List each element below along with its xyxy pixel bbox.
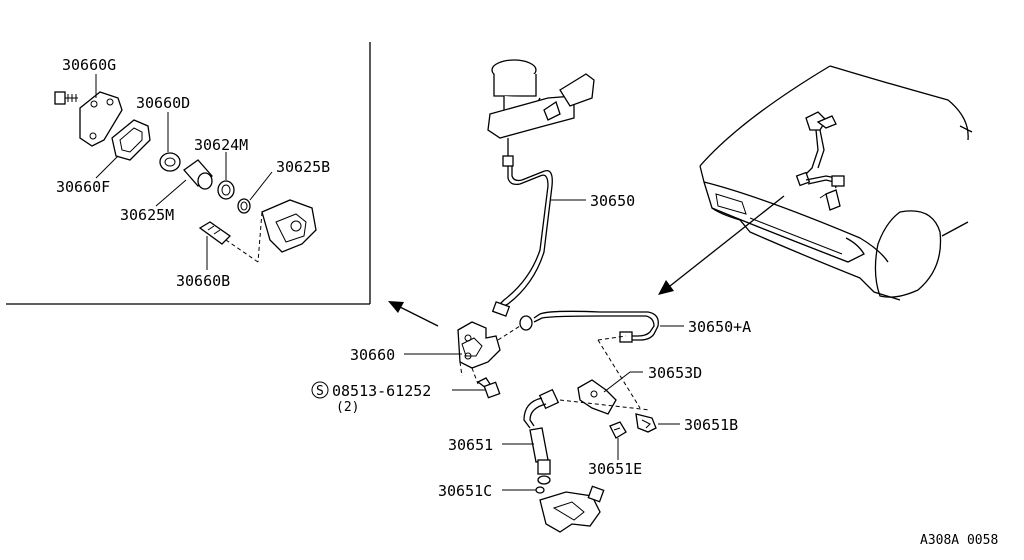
- label-30650: 30650: [590, 192, 635, 210]
- clip-30651C-part: [535, 486, 545, 494]
- standard-part-symbol: [311, 381, 329, 399]
- arrow-to-inset: [388, 301, 439, 327]
- part-labels: 30660G 30660D 30624M 30625B 30660F 30625…: [56, 56, 998, 548]
- inset-seal-part: [159, 152, 181, 172]
- label-30651E: 30651E: [588, 460, 642, 478]
- pipe-30650A-part: [497, 310, 659, 343]
- lower-cylinder-part: [539, 485, 605, 533]
- label-30660G: 30660G: [62, 56, 116, 74]
- label-30651C: 30651C: [438, 482, 492, 500]
- hose-30651-part: [523, 388, 560, 485]
- main-leaders: [404, 199, 684, 491]
- label-30625B: 30625B: [276, 158, 330, 176]
- inset-bleeder-part: [198, 221, 232, 245]
- label-30653D: 30653D: [648, 364, 702, 382]
- operating-cylinder-30660-part: [457, 321, 501, 385]
- inset-housing-part: [225, 199, 317, 263]
- label-30625M: 30625M: [120, 206, 174, 224]
- figure-code: A308A 0058: [920, 533, 998, 548]
- bracket-30653D-part: [559, 335, 651, 415]
- label-08513-61252: 08513-61252: [332, 382, 431, 400]
- label-30624M: 30624M: [194, 136, 248, 154]
- vehicle-front-view: [699, 65, 973, 301]
- inset-ring-part: [217, 180, 235, 200]
- label-30650A: 30650+A: [688, 318, 751, 336]
- label-30660B: 30660B: [176, 272, 230, 290]
- clip-30651B-part: [635, 413, 657, 433]
- label-30660D: 30660D: [136, 94, 190, 112]
- label-30651B: 30651B: [684, 416, 738, 434]
- arrow-from-vehicle: [658, 195, 785, 295]
- inset-frame: [6, 42, 371, 305]
- label-30660: 30660: [350, 346, 395, 364]
- label-30651: 30651: [448, 436, 493, 454]
- master-cylinder-part: [487, 59, 595, 167]
- clip-30651E-part: [609, 421, 627, 439]
- inset-bolt-part: [54, 91, 78, 105]
- label-08513-qty: (2): [336, 400, 359, 415]
- inset-leaders: [95, 74, 273, 270]
- inset-gasket-part: [111, 119, 151, 161]
- label-30660F: 30660F: [56, 178, 110, 196]
- inset-piston-part: [183, 159, 213, 190]
- inset-clip-part: [237, 198, 251, 214]
- standard-part-symbol-letter: S: [316, 384, 324, 399]
- bolt-08513-part: [476, 377, 501, 399]
- inset-cover-plate-part: [79, 91, 123, 147]
- pipe-30650-part: [491, 166, 553, 317]
